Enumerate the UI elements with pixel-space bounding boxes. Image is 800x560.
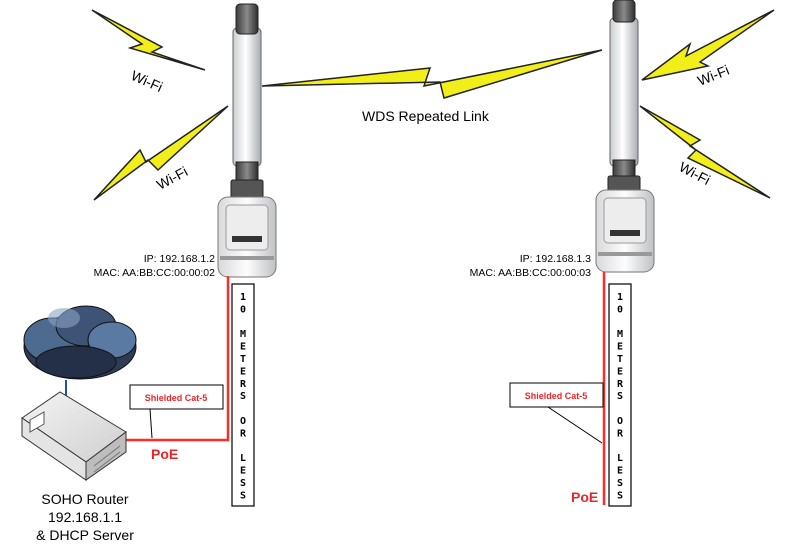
cable-length-char: O: [617, 416, 623, 427]
cable-length-char: L: [240, 453, 246, 464]
cable-length-char: E: [240, 342, 246, 353]
wifi-signal-right-top: Wi-Fi: [641, 9, 775, 89]
access-point-left: IP: 192.168.1.2 MAC: AA:BB:CC:00:00:02: [94, 3, 277, 279]
cable-length-char: M: [617, 329, 623, 340]
router-ip: 192.168.1.1: [48, 509, 122, 525]
omni-antenna-icon: [232, 27, 262, 167]
poe-label: PoE: [571, 489, 598, 505]
cable-length-char: S: [617, 478, 623, 489]
cable-length-char: R: [617, 379, 624, 390]
cable-length-char: S: [617, 490, 623, 501]
poe-cable: [78, 276, 230, 442]
wifi-signal-left-bottom: Wi-Fi: [93, 105, 229, 201]
cable-length-char: S: [240, 478, 246, 489]
ap-ip-label: IP: 192.168.1.3: [520, 253, 591, 265]
cable-length-char: 1: [240, 292, 246, 303]
lightning-bolt-icon: [261, 49, 603, 99]
router-icon: [21, 391, 127, 481]
ap-mac-label: MAC: AA:BB:CC:00:00:02: [94, 267, 216, 279]
cable-length-char: S: [240, 391, 246, 402]
cable-length-strip: [231, 283, 255, 507]
cable-length-char: E: [240, 466, 246, 477]
cable-length-char: L: [617, 453, 623, 464]
shielded-cable-label: Shielded Cat-5: [145, 393, 208, 403]
cable-length-char: 1: [617, 292, 623, 303]
shielded-cable-callout: [129, 384, 224, 410]
cable-length-char: M: [240, 329, 246, 340]
poe-label: PoE: [151, 446, 178, 462]
cable-length-char: T: [617, 354, 623, 365]
ap-ip-label: IP: 192.168.1.2: [144, 253, 215, 265]
cable-length-char: E: [617, 366, 623, 377]
lightning-bolt-icon: [93, 105, 229, 201]
cable-length-char: O: [240, 416, 246, 427]
cable-length-char: S: [240, 490, 246, 501]
cable-length-char: S: [617, 391, 623, 402]
router-role: & DHCP Server: [36, 527, 134, 543]
shielded-cable-label: Shielded Cat-5: [525, 391, 588, 401]
cable-length-char: E: [617, 466, 623, 477]
lightning-bolt-icon: [641, 9, 775, 81]
cable-length-char: R: [617, 428, 624, 439]
lightning-bolt-icon: [91, 9, 206, 71]
cable-length-char: 0: [240, 304, 246, 315]
cable-length-strip: [608, 283, 632, 507]
lightning-bolt-icon: [639, 105, 771, 199]
wds-link-label: WDS Repeated Link: [362, 108, 490, 124]
cable-length-char: R: [240, 379, 247, 390]
shielded-cable-callout: [509, 382, 604, 408]
router-name: SOHO Router: [41, 491, 128, 507]
cable-length-char: E: [617, 342, 623, 353]
wifi-label: Wi-Fi: [129, 67, 165, 95]
ap-mac-label: MAC: AA:BB:CC:00:00:03: [470, 267, 592, 279]
cable-length-char: T: [240, 354, 246, 365]
wifi-signal-right-bottom: Wi-Fi: [639, 105, 771, 199]
cable-length-char: R: [240, 428, 247, 439]
omni-antenna-icon: [609, 17, 639, 167]
cable-length-char: 0: [617, 304, 623, 315]
wds-link: WDS Repeated Link: [261, 49, 603, 124]
internet-cloud-icon: [23, 305, 137, 412]
cable-length-char: E: [240, 366, 246, 377]
wifi-signal-left-top: Wi-Fi: [91, 9, 206, 95]
access-point-right: IP: 192.168.1.3 MAC: AA:BB:CC:00:00:03: [470, 0, 655, 279]
